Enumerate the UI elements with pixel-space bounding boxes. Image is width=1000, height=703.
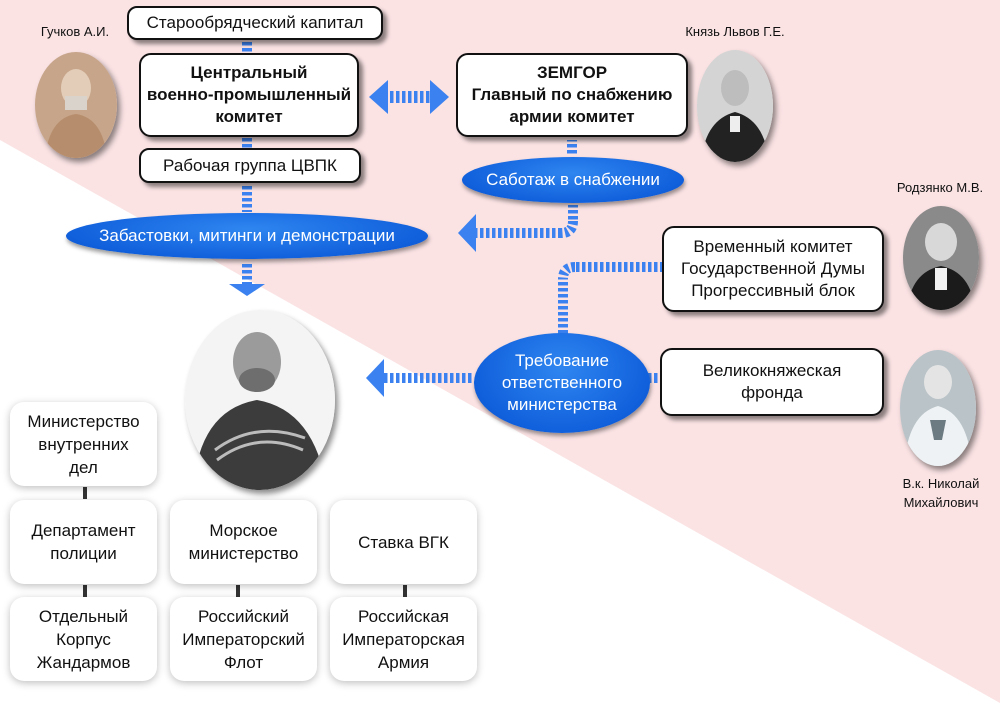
connector-stavka-army — [403, 585, 407, 597]
box-line: Российский — [198, 606, 289, 626]
person-label-guchkov: Гучков А.И. — [40, 24, 110, 39]
portrait-lvov — [697, 50, 773, 162]
oval-line: министерства — [507, 395, 617, 414]
oval-sabotage[interactable]: Саботаж в снабжении — [462, 157, 684, 203]
box-line: Ставка ВГК — [358, 532, 449, 552]
connector-mvd-police — [83, 487, 87, 499]
box-line: дел — [69, 457, 98, 477]
box-grand-dukes-fronde[interactable]: Великокняжеская фронда — [660, 348, 884, 416]
box-stavka[interactable]: Ставка ВГК — [330, 500, 477, 584]
person-label-rodzianko: Родзянко М.В. — [896, 180, 984, 195]
box-line: Армия — [377, 652, 430, 672]
box-line: военно-промышленный — [146, 85, 352, 104]
box-line: Флот — [223, 652, 264, 672]
box-line: ЗЕМГОР — [536, 63, 608, 82]
box-imperial-army[interactable]: Российская Императорская Армия — [330, 597, 477, 681]
portrait-nikolai-mikhailovich — [900, 350, 976, 466]
person-label-line-1: В.к. Николай — [902, 476, 980, 491]
oval-strikes[interactable]: Забастовки, митинги и демонстрации — [66, 213, 428, 259]
oval-label: Саботаж в снабжении — [486, 170, 660, 189]
box-line: Императорская — [342, 629, 465, 649]
box-label: Рабочая группа ЦВПК — [163, 155, 337, 175]
box-line: Корпус — [56, 629, 111, 649]
box-line: фронда — [741, 383, 803, 402]
box-line: комитет — [215, 107, 283, 126]
oval-label: Забастовки, митинги и демонстрации — [99, 226, 395, 245]
box-interior-ministry[interactable]: Министерство внутренних дел — [10, 402, 157, 486]
box-line: армии комитет — [509, 107, 635, 126]
oval-line: ответственного — [501, 373, 623, 392]
box-line: Департамент — [31, 521, 136, 540]
person-label-lvov: Князь Львов Г.Е. — [685, 24, 785, 39]
box-line: Государственной Думы — [681, 259, 865, 278]
box-cvpk-workers-group[interactable]: Рабочая группа ЦВПК — [139, 148, 361, 183]
box-cvpk[interactable]: Центральный военно-промышленный комитет — [139, 53, 359, 137]
box-gendarmes-corps[interactable]: Отдельный Корпус Жандармов — [10, 597, 157, 681]
oval-line: Требование — [515, 351, 609, 370]
box-old-believers-capital[interactable]: Старообрядческий капитал — [127, 6, 383, 40]
box-navy-ministry[interactable]: Морское министерство — [170, 500, 317, 584]
box-line: министерство — [188, 544, 299, 563]
portrait-tsar-nicholas — [185, 310, 335, 490]
connector-police-gendarmes — [83, 585, 87, 597]
box-line: Отдельный — [38, 606, 129, 626]
box-line: Великокняжеская — [702, 361, 842, 380]
person-label-nikolai-mikhailovich: В.к. Николай Михайлович — [886, 474, 996, 512]
box-line: Прогрессивный блок — [691, 281, 855, 300]
box-line: внутренних — [38, 434, 129, 454]
box-line: Жандармов — [36, 652, 131, 672]
box-line: полиции — [50, 544, 117, 563]
person-label-line-2: Михайлович — [903, 495, 979, 510]
box-zemgor[interactable]: ЗЕМГОР Главный по снабжению армии комите… — [456, 53, 688, 137]
box-line: Морское — [209, 521, 278, 540]
oval-demand-responsible-ministry[interactable]: Требование ответственного министерства — [474, 333, 650, 433]
box-line: Временный комитет — [693, 237, 853, 256]
box-line: Императорский — [182, 629, 305, 649]
box-label: Старообрядческий капитал — [146, 13, 364, 32]
box-line: Центральный — [190, 63, 308, 82]
portrait-rodzianko — [903, 206, 979, 310]
box-duma-committee[interactable]: Временный комитет Государственной Думы П… — [662, 226, 884, 312]
connector-navy-ministry-fleet — [236, 585, 240, 597]
box-line: Главный по снабжению — [471, 85, 673, 104]
box-police-department[interactable]: Департамент полиции — [10, 500, 157, 584]
box-line: Министерство — [27, 411, 140, 431]
box-line: Российская — [357, 606, 449, 626]
box-imperial-fleet[interactable]: Российский Императорский Флот — [170, 597, 317, 681]
portrait-guchkov — [35, 52, 117, 158]
